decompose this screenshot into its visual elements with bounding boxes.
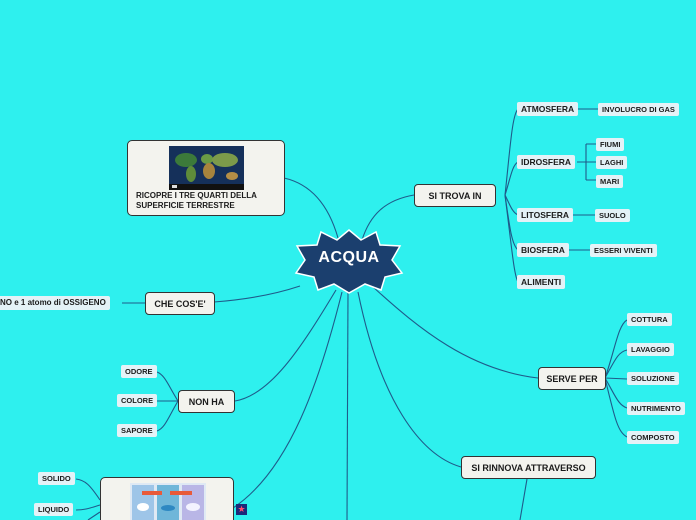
si-rinnova-label: SI RINNOVA ATTRAVERSO: [471, 462, 586, 473]
fiumi-node[interactable]: FIUMI: [596, 138, 625, 151]
link-non-ha: [234, 289, 337, 402]
ricopre-text: RICOPRE I TRE QUARTI DELLA SUPERFICIE TE…: [136, 191, 257, 211]
suolo-node[interactable]: SUOLO: [595, 209, 630, 222]
sapore-node[interactable]: SAPORE: [117, 424, 157, 437]
si-trova-in-label: SI TROVA IN: [428, 190, 482, 201]
link-down: [346, 291, 349, 520]
link-si-trova-in: [361, 194, 415, 241]
water-states-image: [130, 483, 206, 520]
non-ha-node[interactable]: NON HA: [178, 390, 235, 413]
litosfera-node[interactable]: LITOSFERA: [517, 208, 574, 222]
biosfera-node[interactable]: BIOSFERA: [517, 243, 569, 257]
involucro-di-gas-node[interactable]: INVOLUCRO DI GAS: [598, 103, 679, 116]
composizione-node[interactable]: NO e 1 atomo di OSSIGENO: [0, 296, 110, 310]
odore-node[interactable]: ODORE: [121, 365, 157, 378]
ricopre-text-line1: RICOPRE I TRE QUARTI DELLA: [136, 191, 257, 200]
link-stati: [232, 291, 343, 509]
alimenti-node[interactable]: ALIMENTI: [517, 275, 566, 289]
laghi-node[interactable]: LAGHI: [596, 156, 628, 169]
center-node-label[interactable]: ACQUA: [318, 249, 380, 266]
idrosfera-node[interactable]: IDROSFERA: [517, 155, 576, 169]
atmosfera-node[interactable]: ATMOSFERA: [517, 102, 579, 116]
non-ha-label: NON HA: [188, 396, 225, 407]
serve-per-node[interactable]: SERVE PER: [538, 367, 606, 390]
lavaggio-node[interactable]: LAVAGGIO: [627, 343, 674, 356]
composto-node[interactable]: COMPOSTO: [627, 431, 679, 444]
cottura-node[interactable]: COTTURA: [627, 313, 672, 326]
solido-node[interactable]: SOLIDO: [38, 472, 75, 485]
link-ricopre: [283, 177, 339, 239]
soluzione-node[interactable]: SOLUZIONE: [627, 372, 679, 385]
liquido-node[interactable]: LIQUIDO: [34, 503, 74, 516]
serve-per-label: SERVE PER: [546, 373, 598, 384]
si-trova-in-node[interactable]: SI TROVA IN: [414, 184, 496, 207]
esseri-viventi-node[interactable]: ESSERI VIVENTI: [590, 244, 657, 257]
colore-node[interactable]: COLORE: [117, 394, 158, 407]
mari-node[interactable]: MARI: [596, 175, 624, 188]
si-rinnova-node[interactable]: SI RINNOVA ATTRAVERSO: [461, 456, 596, 479]
ricopre-text-line2: SUPERFICIE TERRESTRE: [136, 201, 235, 210]
link-si-rinnova: [357, 291, 462, 468]
nutrimento-node[interactable]: NUTRIMENTO: [627, 402, 685, 415]
che-cose-node[interactable]: CHE COS'E': [145, 292, 215, 315]
star-icon[interactable]: ★: [236, 504, 247, 515]
stati-card[interactable]: [100, 477, 234, 520]
world-map-image: [169, 146, 244, 190]
link-che-cose: [213, 285, 301, 303]
che-cose-label: CHE COS'E': [154, 298, 206, 309]
ricopre-card[interactable]: RICOPRE I TRE QUARTI DELLA SUPERFICIE TE…: [127, 140, 285, 216]
link-serve-per: [371, 285, 539, 379]
center-node-shape: [294, 229, 404, 294]
